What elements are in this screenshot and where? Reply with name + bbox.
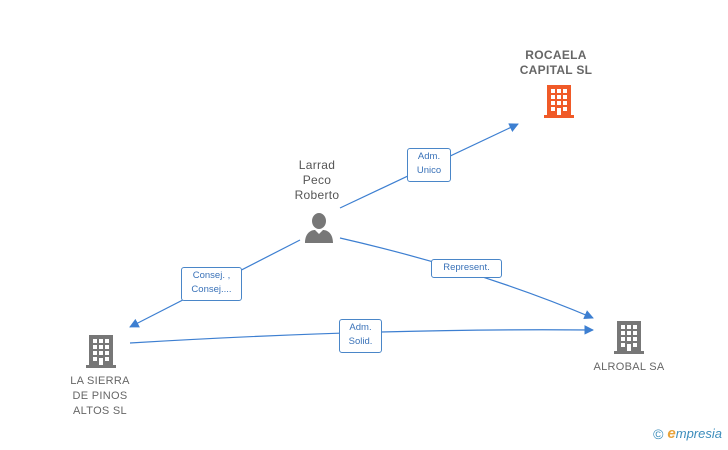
relation-represent[interactable]: Represent.	[431, 259, 502, 278]
company-label-lasierra[interactable]: LA SIERRA DE PINOS ALTOS SL	[70, 375, 130, 417]
relation-adm-solid[interactable]: Adm. Solid.	[339, 319, 382, 353]
relation-consej[interactable]: Consej. , Consej....	[181, 267, 242, 301]
company-label-alrobal[interactable]: ALROBAL SA	[593, 361, 665, 373]
company-label-rocaela[interactable]: ROCAELA CAPITAL SL	[519, 48, 593, 77]
building-icon-rocaela[interactable]	[543, 83, 575, 119]
brand-name: mpresia	[675, 426, 722, 441]
brand-logo[interactable]: © e mpresia	[653, 425, 722, 442]
building-icon-lasierra[interactable]	[85, 333, 117, 369]
edge-person-alrobal	[339, 237, 594, 320]
copyright-icon: ©	[653, 425, 664, 442]
building-icon-alrobal[interactable]	[613, 319, 645, 355]
person-label-larrad[interactable]: Larrad Peco Roberto	[294, 158, 340, 202]
brand-initial: e	[667, 425, 676, 442]
relation-adm-unico[interactable]: Adm. Unico	[407, 148, 451, 182]
person-icon[interactable]	[304, 212, 334, 244]
